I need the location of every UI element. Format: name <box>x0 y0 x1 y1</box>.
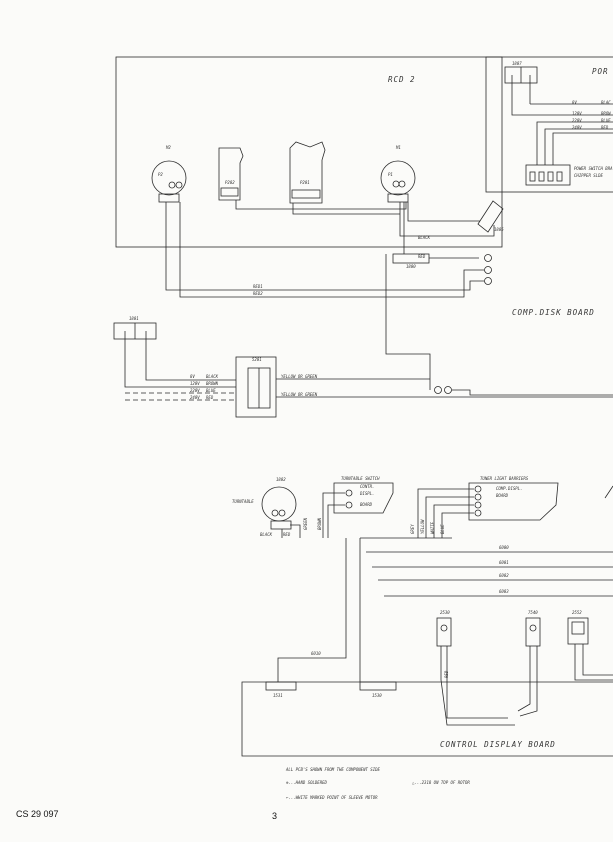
note-2: △...2318 ON TOP OF ROTOR <box>412 780 470 785</box>
volt-color-left-2: BLUE <box>206 388 216 393</box>
board-label-power: POR <box>592 67 609 76</box>
board-label-control-display: CONTROL DISPLAY BOARD <box>440 740 556 749</box>
switch-1805 <box>477 200 504 233</box>
volt-left-3: 240V <box>190 395 200 400</box>
transformer-5201 <box>235 356 277 418</box>
volt-left-0: 8V <box>190 374 195 379</box>
solder-point-4 <box>434 386 442 394</box>
wire-label-red1: RED1 <box>253 284 263 289</box>
label-p201: P201 <box>300 180 310 185</box>
volt-left-2: 220V <box>190 388 200 393</box>
power-board-outline <box>485 56 613 193</box>
sensor-p202 <box>218 147 244 201</box>
wire-label-grey: GREY <box>410 524 415 534</box>
wire-label-6003: 6003 <box>499 589 509 594</box>
label-1805: 1805 <box>494 227 504 232</box>
board-label-comp-disk: COMP.DISK BOARD <box>512 308 595 317</box>
label-1807: 1807 <box>512 61 522 66</box>
connector-1800 <box>392 253 430 264</box>
wire-label-yellow: YELLOW <box>420 519 425 534</box>
wire-label-6000: 6000 <box>499 545 509 550</box>
component-7540 <box>525 617 541 647</box>
solder-point-2 <box>484 277 492 285</box>
label-p202: P202 <box>225 180 235 185</box>
volt-color-top-1: BROW <box>601 111 611 116</box>
rcd2-board-outline <box>115 56 503 248</box>
sensor-p201 <box>289 141 326 204</box>
note-3: ←...WHITE MARKED POINT OF SLEEVE MOTOR <box>286 795 378 800</box>
wire-label-6002: 6002 <box>499 573 509 578</box>
volt-color-top-2: BLUE <box>601 118 611 123</box>
label-7540: 7540 <box>528 610 538 615</box>
connector-1530 <box>359 681 397 691</box>
switch-term-1: DISPL. <box>360 491 375 496</box>
note-1: ⊕...HAND SOLDERED <box>286 780 327 785</box>
wire-label-yellow-green-2: YELLOW OR GREEN <box>281 392 318 397</box>
label-p1: P1 <box>388 172 393 177</box>
component-2552 <box>567 617 589 645</box>
label-2552: 2552 <box>572 610 582 615</box>
solder-point-1 <box>484 266 492 274</box>
label-m1: M1 <box>396 145 401 150</box>
tuner-light-barriers <box>468 482 559 521</box>
solder-point-5 <box>444 386 452 394</box>
volt-color-top-3: RED <box>601 125 609 130</box>
solder-point-3 <box>484 254 492 262</box>
label-p2: P2 <box>158 172 163 177</box>
label-turntable-switch: TURNTABLE SWITCH <box>341 476 380 481</box>
page-number: 3 <box>272 811 278 821</box>
label-5201: 5201 <box>252 357 262 362</box>
volt-left-1: 120V <box>190 381 200 386</box>
label-2530: 2530 <box>440 610 450 615</box>
power-switch <box>525 164 571 186</box>
label-tuner-light-barriers: TUNER LIGHT BARRIERS <box>480 476 529 481</box>
volt-top-1: 120V <box>572 111 582 116</box>
wire-label-blue: BLUE <box>440 524 445 534</box>
volt-top-2: 220V <box>572 118 582 123</box>
turntable-switch <box>333 482 394 514</box>
label-1800: 1800 <box>406 264 416 269</box>
barrier-term-1: BOARD <box>496 493 509 498</box>
motor-m1 <box>380 160 416 196</box>
document-id: CS 29 097 <box>16 809 59 819</box>
connector-1531 <box>265 681 297 691</box>
wire-label-black: BLACK <box>418 235 431 240</box>
label-power-switch-2: CHIPPER SLDE <box>574 173 603 178</box>
note-0: ALL PCB'S SHOWN FROM THE COMPONENT SIDE <box>286 767 380 772</box>
wire-label-black-lower: BLACK <box>260 532 273 537</box>
label-1802: 1802 <box>276 477 286 482</box>
switch-term-0: CONTR. <box>360 484 375 489</box>
wire-label-6001: 6001 <box>499 560 509 565</box>
wire-label-white: WHITE <box>430 521 435 534</box>
wire-label-brown: BROWN <box>317 517 322 530</box>
label-power-switch-1: POWER SWITCH BRA <box>574 166 613 171</box>
volt-top-3: 240V <box>572 125 582 130</box>
volt-top-0: 8V <box>572 100 577 105</box>
wire-label-6010: 6010 <box>311 651 321 656</box>
label-1531: 1531 <box>273 693 283 698</box>
switch-term-2: BOARD <box>360 502 373 507</box>
turntable-motor <box>261 486 297 522</box>
board-label-rcd2: RCD 2 <box>388 75 416 84</box>
control-display-board-outline <box>241 681 613 757</box>
volt-color-left-1: BROWN <box>206 381 219 386</box>
label-1530: 1530 <box>372 693 382 698</box>
volt-color-left-3: RED <box>206 395 214 400</box>
wire-label-yellow-green-1: YELLOW OR GREEN <box>281 374 318 379</box>
motor-m2 <box>151 160 187 196</box>
label-turntable: TURNTABLE <box>232 499 254 504</box>
component-2530 <box>436 617 452 647</box>
wire-label-red: RED <box>418 254 426 259</box>
volt-color-left-0: BLACK <box>206 374 219 379</box>
wire-label-red2: RED2 <box>253 291 263 296</box>
wire-label-red-vertical: RED <box>444 670 449 678</box>
label-m2: M2 <box>166 145 171 150</box>
wire-label-green: GREEN <box>303 517 308 530</box>
wire-label-red-lower: RED <box>283 532 291 537</box>
volt-color-top-0: BLAC <box>601 100 611 105</box>
barrier-term-0: COMP.DISPL. <box>496 486 523 491</box>
label-1801: 1801 <box>129 316 139 321</box>
